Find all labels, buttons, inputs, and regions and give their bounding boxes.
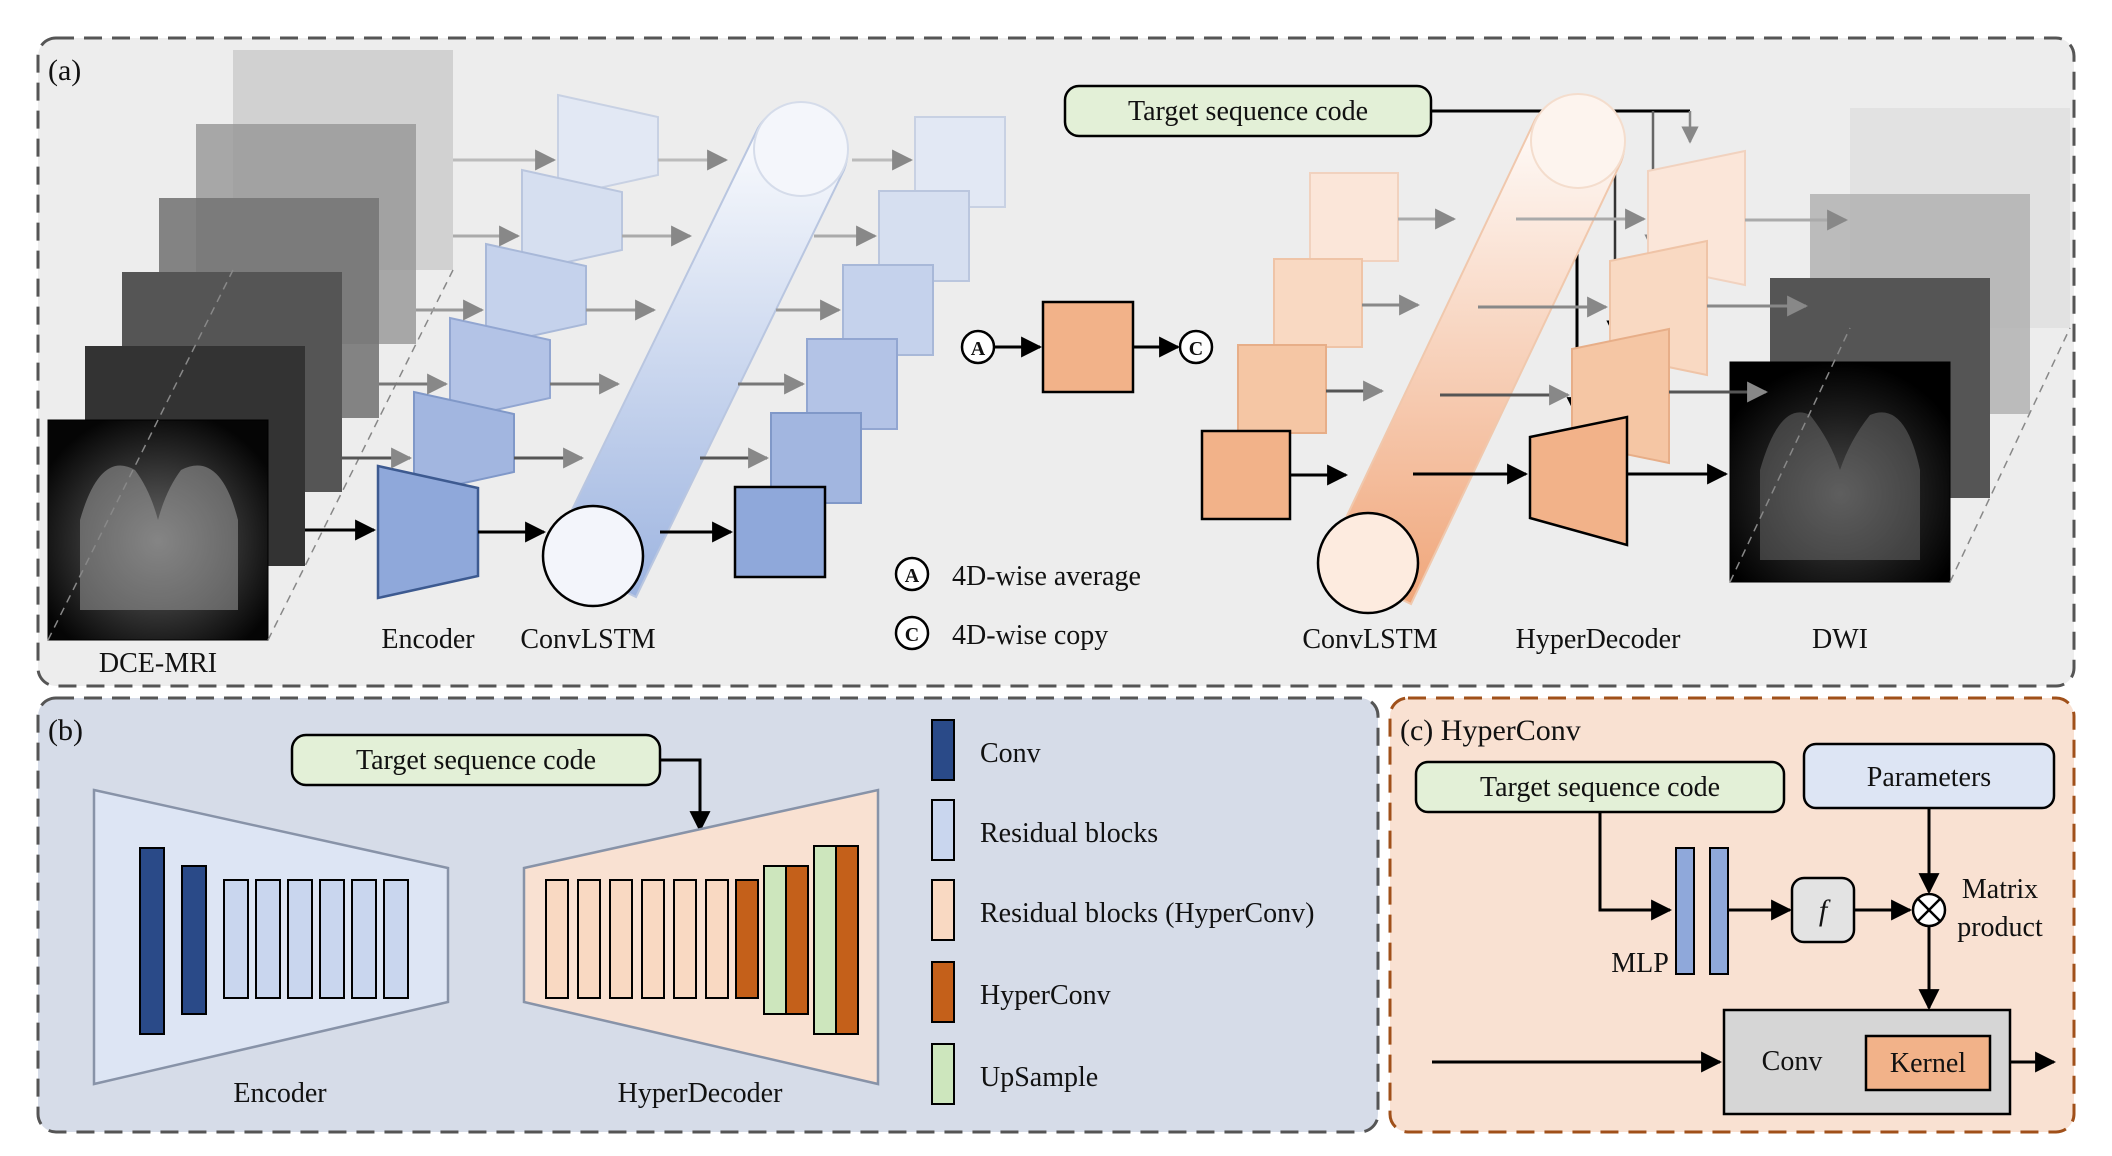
average-op-symbol: A bbox=[971, 338, 986, 360]
dce-mri-caption: DCE-MRI bbox=[99, 648, 217, 679]
conv-block bbox=[181, 865, 207, 1015]
hyperdecoder-caption-b: HyperDecoder bbox=[618, 1078, 783, 1109]
hyperconv-block bbox=[835, 845, 859, 1035]
decoder-front bbox=[1528, 415, 1629, 547]
encoder-stack: Encoder bbox=[376, 93, 659, 655]
legend-copy-symbol: C bbox=[905, 624, 919, 646]
hyperdecoder-stack: HyperDecoder bbox=[1413, 149, 1746, 655]
mlp-layer bbox=[1709, 847, 1729, 975]
kernel-text: Kernel bbox=[1890, 1048, 1966, 1079]
convlstm-left-caption: ConvLSTM bbox=[520, 624, 655, 655]
encoder-trapezoid bbox=[413, 390, 515, 496]
hyperconv-block bbox=[735, 879, 759, 999]
breast-shape bbox=[80, 465, 238, 610]
mlp-layer bbox=[1675, 847, 1695, 975]
hyperdecoder-caption: HyperDecoder bbox=[1516, 624, 1681, 655]
input-to-encoder-arrows bbox=[305, 149, 557, 541]
encoder-trapezoid bbox=[485, 242, 587, 348]
breast-shape bbox=[1760, 412, 1920, 560]
panel-b: (b) Encoder Target sequence code HyperDe… bbox=[36, 696, 1380, 1134]
residual-block bbox=[287, 879, 313, 999]
legend-swatch-hyperconv bbox=[931, 961, 955, 1023]
convlstm-right: ConvLSTM bbox=[1302, 93, 1626, 655]
residual-block bbox=[383, 879, 409, 999]
legend-upsample: UpSample bbox=[980, 1062, 1098, 1093]
parameters-text: Parameters bbox=[1867, 762, 1991, 793]
encoder-caption-b: Encoder bbox=[233, 1078, 327, 1109]
legend-swatch-conv bbox=[931, 719, 955, 781]
residual-block bbox=[351, 879, 377, 999]
upsample-block bbox=[763, 865, 787, 1015]
panel-a-label: (a) bbox=[48, 54, 81, 87]
residual-hyperconv-block bbox=[705, 879, 729, 999]
block-legend: Conv Residual blocks Residual blocks (Hy… bbox=[931, 719, 1314, 1105]
conv-text: Conv bbox=[1762, 1046, 1823, 1077]
residual-hyperconv-block bbox=[641, 879, 665, 999]
dwi-stack: DWI bbox=[1627, 108, 2071, 655]
kernel-box bbox=[1864, 1034, 1992, 1092]
conv-block bbox=[139, 847, 165, 1035]
dce-mri-stack: DCE-MRI bbox=[47, 50, 454, 679]
panel-b-label: (b) bbox=[48, 714, 83, 747]
average-op-icon bbox=[960, 329, 996, 365]
legend-swatch-residual bbox=[931, 799, 955, 861]
legend-swatch-upsample bbox=[931, 1043, 955, 1105]
mlp-label: MLP bbox=[1611, 948, 1669, 979]
encoder-to-convlstm-arrows bbox=[478, 149, 729, 543]
target-code-text-b: Target sequence code bbox=[356, 745, 596, 776]
legend-residual: Residual blocks bbox=[980, 818, 1158, 849]
cylinder-end bbox=[1316, 511, 1420, 615]
residual-block bbox=[255, 879, 281, 999]
feature-square-front bbox=[1200, 429, 1292, 521]
dwi-caption: DWI bbox=[1812, 624, 1868, 655]
copy-op-symbol: C bbox=[1189, 338, 1203, 360]
convlstm-outputs bbox=[660, 116, 1006, 579]
residual-hyperconv-block bbox=[545, 879, 569, 999]
legend-residual-hyperconv: Residual blocks (HyperConv) bbox=[980, 898, 1314, 929]
legend-average-symbol: A bbox=[905, 565, 920, 587]
stack-guide bbox=[1949, 327, 2071, 583]
encoder-front bbox=[376, 464, 480, 600]
upsample-block bbox=[813, 845, 837, 1035]
averaged-feature-square bbox=[1041, 300, 1135, 394]
panel-c-label: (c) HyperConv bbox=[1400, 714, 1581, 747]
residual-hyperconv-block bbox=[673, 879, 697, 999]
feature-square bbox=[1237, 344, 1327, 434]
encoder-trapezoid bbox=[557, 93, 659, 199]
feature-square bbox=[1273, 258, 1363, 348]
legend-copy-icon bbox=[894, 615, 930, 651]
encoder-trapezoid bbox=[449, 316, 551, 422]
cylinder-end bbox=[541, 504, 645, 608]
residual-block bbox=[223, 879, 249, 999]
residual-hyperconv-block bbox=[609, 879, 633, 999]
matrix-product-line2: product bbox=[1957, 912, 2043, 943]
copy-op-icon bbox=[1178, 329, 1214, 365]
hyperconv-block bbox=[785, 865, 809, 1015]
encoder-caption: Encoder bbox=[381, 624, 475, 655]
average-copy-op: A C bbox=[960, 300, 1214, 394]
stack-guide bbox=[1729, 327, 1851, 583]
residual-hyperconv-block bbox=[577, 879, 601, 999]
residual-block bbox=[319, 879, 345, 999]
legend-conv: Conv bbox=[980, 738, 1041, 769]
target-code-text-c: Target sequence code bbox=[1480, 772, 1720, 803]
feature-square bbox=[1309, 172, 1399, 262]
target-code-text: Target sequence code bbox=[1128, 96, 1368, 127]
panel-a: (a) DCE-MRI Encoder bbox=[36, 36, 2076, 688]
encoder-trapezoid bbox=[521, 168, 623, 274]
panel-c: (c) HyperConv Target sequence code Param… bbox=[1388, 696, 2076, 1134]
legend-average-icon bbox=[894, 556, 930, 592]
feature-square-front bbox=[733, 485, 827, 579]
legend-swatch-residual-hyperconv bbox=[931, 879, 955, 941]
matrix-product-line1: Matrix bbox=[1962, 874, 2038, 905]
legend-hyperconv: HyperConv bbox=[980, 980, 1111, 1011]
op-legend: A 4D-wise average C 4D-wise copy bbox=[894, 556, 1141, 651]
convlstm-left: ConvLSTM bbox=[520, 101, 849, 655]
legend-average-text: 4D-wise average bbox=[952, 561, 1141, 592]
decoder-input-squares bbox=[1200, 172, 1457, 521]
legend-copy-text: 4D-wise copy bbox=[952, 620, 1108, 651]
convlstm-right-caption: ConvLSTM bbox=[1302, 624, 1437, 655]
